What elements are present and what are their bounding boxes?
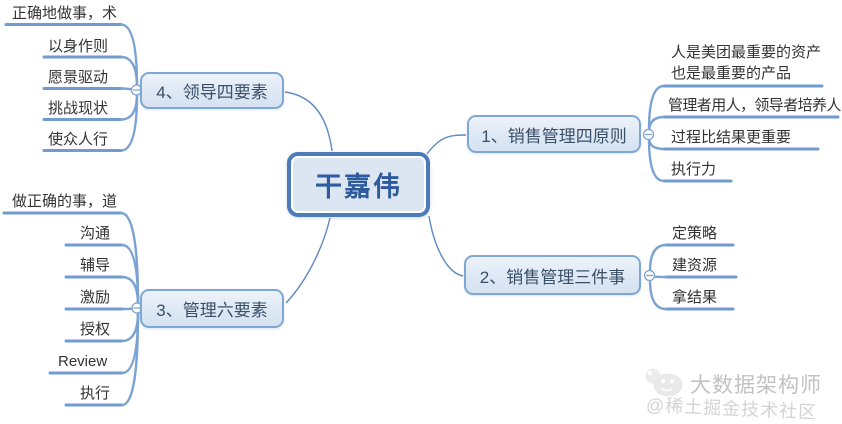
- leaf-topic[interactable]: Review: [58, 353, 108, 370]
- branch-node-label: 4、领导四要素: [156, 83, 268, 102]
- branch-connectors: [284, 91, 467, 304]
- leaf-topic[interactable]: 拿结果: [672, 289, 718, 306]
- leaf-topic[interactable]: 挑战现状: [48, 100, 109, 117]
- leaf-topic[interactable]: 过程比结果更重要: [671, 129, 792, 146]
- leaf-topic[interactable]: 授权: [80, 321, 111, 338]
- connector-branch4: [284, 91, 333, 152]
- watermark-brand-text: 大数据架构师: [690, 374, 822, 397]
- branch-node-leadership-four[interactable]: 4、领导四要素: [140, 72, 284, 109]
- connector-branch2: [428, 215, 464, 277]
- leaf-topic[interactable]: 正确地做事，术: [12, 5, 118, 22]
- leaf-topic[interactable]: 定策略: [672, 225, 718, 242]
- collapse-button-branch4[interactable]: [130, 84, 143, 96]
- branch1-child-lines: [647, 84, 840, 183]
- leaf-topic[interactable]: 执行: [80, 385, 111, 402]
- watermark-logo: [645, 368, 683, 397]
- leaf-topic[interactable]: 建资源: [672, 257, 718, 274]
- collapse-button-branch2[interactable]: [643, 269, 656, 282]
- leaf-topic[interactable]: 激励: [80, 289, 111, 306]
- branch-node-label: 1、销售管理四原则: [481, 126, 627, 146]
- branch4-child-lines: [4, 23, 139, 152]
- connector-branch1: [426, 134, 467, 155]
- central-topic-label: 干嘉伟: [315, 172, 402, 202]
- leaf-topic[interactable]: 愿景驱动: [48, 69, 109, 86]
- leaf-topic[interactable]: 沟通: [80, 225, 111, 242]
- leaf-topic[interactable]: 辅导: [80, 257, 111, 274]
- leaf-topic[interactable]: 使众人行: [48, 131, 109, 148]
- leaf-topic[interactable]: 执行力: [671, 161, 717, 178]
- branch-node-label: 2、销售管理三件事: [479, 267, 626, 287]
- branch2-child-lines: [648, 243, 738, 311]
- branch-node-sales-principles[interactable]: 1、销售管理四原则: [467, 115, 641, 153]
- branch-node-management-six[interactable]: 3、管理六要素: [140, 289, 284, 328]
- leaf-topic[interactable]: 人是美团最重要的资产 也是最重要的产品: [671, 44, 822, 82]
- branch-node-sales-three-things[interactable]: 2、销售管理三件事: [464, 255, 641, 295]
- branch-node-label: 3、管理六要素: [156, 301, 268, 320]
- branch3-child-lines: [2, 211, 140, 407]
- central-topic-node[interactable]: 干嘉伟: [287, 152, 430, 217]
- collapse-button-branch1[interactable]: [642, 128, 655, 141]
- connector-branch3: [285, 217, 331, 304]
- leaf-topic[interactable]: 做正确的事，道: [12, 193, 118, 210]
- leaf-topic[interactable]: 以身作则: [48, 38, 109, 55]
- leaf-topic[interactable]: 管理者用人，领导者培养人: [668, 97, 841, 114]
